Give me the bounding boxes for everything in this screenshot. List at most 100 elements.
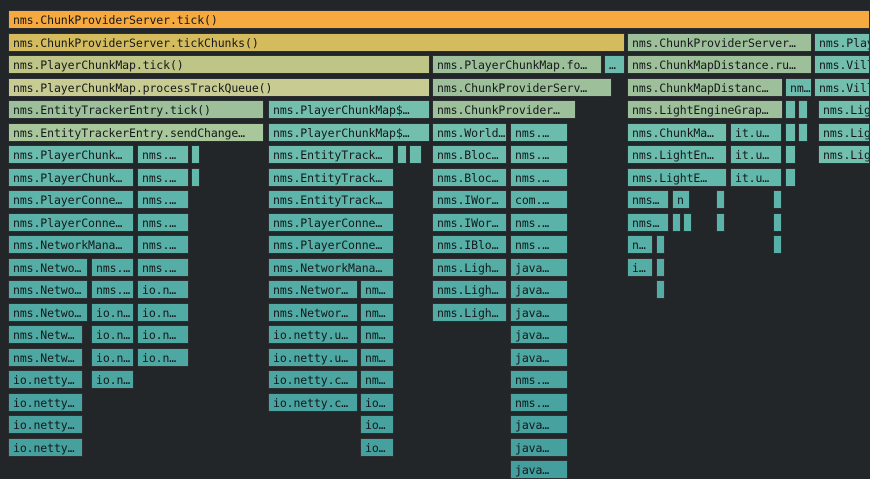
flame-frame[interactable]: nms.Netwo…	[8, 302, 88, 322]
flame-frame[interactable]: nms.…	[91, 257, 134, 277]
flame-frame[interactable]: nms.PlayerChunkMap$…	[268, 100, 430, 119]
flame-frame[interactable]: nms.Ligh…	[818, 122, 870, 142]
flame-frame[interactable]	[785, 122, 796, 142]
flame-frame[interactable]: nms…	[627, 190, 669, 209]
flame-frame[interactable]: io.netty.u…	[268, 347, 358, 367]
flame-frame[interactable]: nms.Ligh…	[432, 257, 507, 277]
flame-frame[interactable]: java…	[510, 347, 568, 367]
flame-frame[interactable]	[785, 100, 796, 119]
flame-frame[interactable]: io.netty.u…	[268, 325, 358, 344]
flame-frame[interactable]: it.u…	[730, 145, 782, 164]
flame-frame[interactable]: nms.ChunkProviderServer.tickChunks()	[8, 32, 625, 52]
flame-frame[interactable]	[191, 145, 200, 164]
flame-frame[interactable]: nms.EntityTrack…	[268, 190, 394, 209]
flame-frame[interactable]: nms.PlayerChunkMap.tick()	[8, 55, 430, 74]
flame-frame[interactable]: java…	[510, 460, 568, 479]
flame-frame[interactable]: nms.NetworkMana…	[8, 235, 134, 254]
flame-frame[interactable]: nms.PlayerChunkMap.fo…	[432, 55, 602, 74]
flame-frame[interactable]: io.netty…	[8, 392, 83, 412]
flame-frame[interactable]: nms.…	[510, 122, 568, 142]
flame-frame[interactable]: nms.LightEn…	[627, 145, 727, 164]
flame-frame[interactable]: io.n…	[91, 347, 134, 367]
flame-frame[interactable]: io.netty…	[8, 415, 83, 434]
flame-frame[interactable]: nms.ChunkMapDistance.ru…	[627, 55, 812, 74]
flame-frame[interactable]: nms.ChunkMapDistanc…	[627, 77, 783, 97]
flame-frame[interactable]: nm…	[785, 77, 812, 97]
flame-frame[interactable]	[798, 122, 808, 142]
flame-frame[interactable]: nms.PlayerConne…	[8, 212, 134, 232]
flame-frame[interactable]: nm…	[360, 325, 394, 344]
flame-frame[interactable]: com.…	[510, 190, 568, 209]
flame-frame[interactable]: nms.…	[510, 145, 568, 164]
flame-frame[interactable]: java…	[510, 280, 568, 299]
flame-frame[interactable]	[785, 145, 796, 164]
flame-frame[interactable]	[683, 212, 692, 232]
flame-frame[interactable]: nms.PlayerChunkMap$…	[268, 122, 430, 142]
flame-frame[interactable]: n…	[627, 235, 653, 254]
flame-frame[interactable]: io…	[360, 392, 394, 412]
flame-frame[interactable]: io.n…	[137, 347, 189, 367]
flame-frame[interactable]: nms.Networ…	[268, 302, 358, 322]
flame-frame[interactable]: nms.Netwo…	[8, 280, 88, 299]
flame-frame[interactable]: nms.IWor…	[432, 212, 507, 232]
flame-frame[interactable]: nms.ChunkProviderServ…	[432, 77, 612, 97]
flame-frame[interactable]: nms.…	[137, 190, 189, 209]
flame-frame[interactable]	[409, 145, 422, 164]
flame-frame[interactable]: nms.ChunkProviderServer…	[627, 32, 812, 52]
flame-frame[interactable]: nms.…	[91, 280, 134, 299]
flame-frame[interactable]: nms.PlayerChunk…	[8, 167, 134, 187]
flame-frame[interactable]: nms.Netw…	[8, 325, 83, 344]
flame-frame[interactable]: io.n…	[91, 370, 134, 389]
flame-frame[interactable]: nms.Ligh…	[818, 100, 870, 119]
flame-frame[interactable]: io…	[360, 415, 394, 434]
flame-frame[interactable]: io.netty…	[8, 370, 83, 389]
flame-frame[interactable]: nm…	[360, 302, 394, 322]
flame-frame[interactable]: nms.…	[510, 167, 568, 187]
flame-frame[interactable]: nms.EntityTrackerEntry.sendChange…	[8, 122, 264, 142]
flame-frame[interactable]: io.netty.c…	[268, 392, 358, 412]
flame-frame[interactable]	[798, 100, 808, 119]
flame-frame[interactable]: io.n…	[137, 302, 189, 322]
flame-frame[interactable]: it.u…	[730, 122, 782, 142]
flame-frame[interactable]: nms.ChunkMa…	[627, 122, 727, 142]
flame-frame[interactable]: nms.Netwo…	[8, 257, 88, 277]
flame-frame[interactable]: nms.PlayerConne…	[268, 212, 394, 232]
flame-frame[interactable]: nms.IBlo…	[432, 235, 507, 254]
flame-frame[interactable]: …	[604, 55, 625, 74]
flame-frame[interactable]	[397, 145, 407, 164]
flame-frame[interactable]	[656, 257, 665, 277]
flame-frame[interactable]: nms.Ligh…	[432, 280, 507, 299]
flame-frame[interactable]: nms.…	[137, 145, 189, 164]
flame-frame[interactable]: nms.…	[137, 257, 189, 277]
flame-frame[interactable]: nms.EntityTrack…	[268, 167, 394, 187]
flame-frame[interactable]: io…	[360, 437, 394, 457]
flame-frame[interactable]: java…	[510, 325, 568, 344]
flame-frame[interactable]	[785, 167, 796, 187]
flame-frame[interactable]: java…	[510, 437, 568, 457]
flame-frame[interactable]: nms.…	[137, 235, 189, 254]
flame-frame[interactable]: java…	[510, 257, 568, 277]
flame-frame[interactable]: nms.Vill…	[814, 77, 870, 97]
flame-frame[interactable]: nms.Ligh…	[818, 145, 870, 164]
flame-frame[interactable]: nms.…	[510, 392, 568, 412]
flame-frame[interactable]	[191, 167, 200, 187]
flame-frame[interactable]: nms.PlayerConne…	[268, 235, 394, 254]
flame-frame[interactable]: nms.Vill…	[814, 55, 870, 74]
flame-frame[interactable]	[656, 235, 665, 254]
flame-frame[interactable]: nms.…	[510, 212, 568, 232]
flame-frame[interactable]: io.netty.c…	[268, 370, 358, 389]
flame-frame[interactable]: nms.World…	[432, 122, 507, 142]
flame-frame[interactable]: nms.Networ…	[268, 280, 358, 299]
flame-frame[interactable]: io.n…	[137, 325, 189, 344]
flame-frame[interactable]: nm…	[360, 370, 394, 389]
flame-frame[interactable]: nm…	[360, 347, 394, 367]
flame-frame[interactable]: nms.…	[137, 167, 189, 187]
flame-frame[interactable]: nms.PlayerChunkMap.processTrackQueue()	[8, 77, 430, 97]
flame-frame[interactable]: nms.Bloc…	[432, 167, 507, 187]
flame-frame[interactable]	[773, 212, 782, 232]
flame-frame[interactable]: io.n…	[91, 302, 134, 322]
flame-frame[interactable]: io.netty…	[8, 437, 83, 457]
flame-frame[interactable]: nms.IWor…	[432, 190, 507, 209]
flame-frame[interactable]: nms.NetworkMana…	[268, 257, 394, 277]
